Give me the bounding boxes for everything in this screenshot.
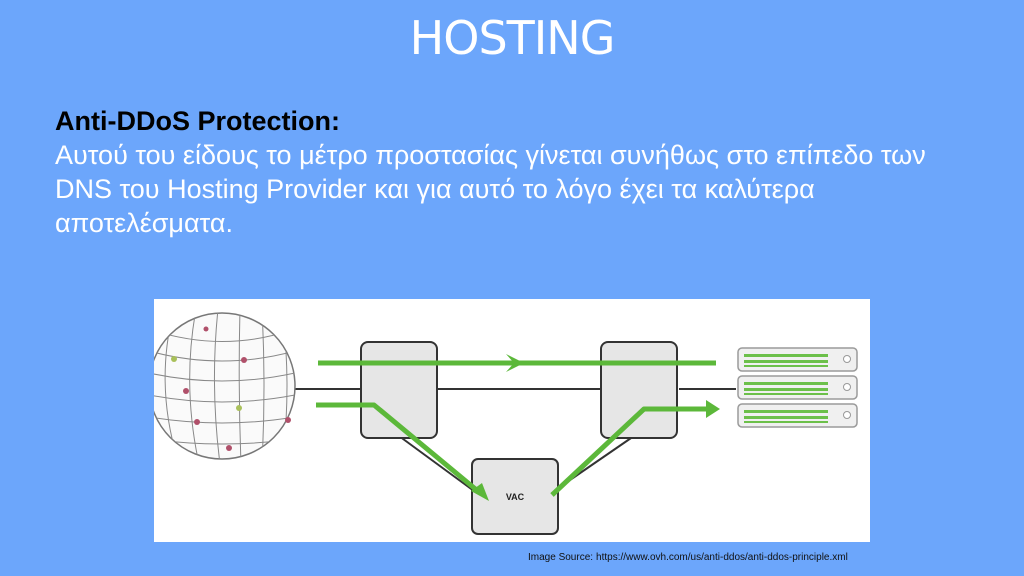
slide-body: Anti-DDoS Protection: Αυτού του είδους τ… [55,104,955,240]
link-router1-vac [398,435,475,492]
globe-node [236,405,242,411]
return-arrow-head [506,354,524,372]
image-source-label: Image Source: [528,552,594,563]
slide-title: HOSTING [409,11,616,65]
anti-ddos-diagram: VAC [154,299,870,542]
clean-arrow-head [706,400,720,418]
section-heading: Anti-DDoS Protection: [55,106,340,136]
globe-node [285,417,291,423]
globe-node [194,419,200,425]
globe-node [203,326,209,332]
router-box-right [600,341,678,439]
globe-node [241,357,247,363]
image-source-url: https://www.ovh.com/us/anti-ddos/anti-dd… [596,552,848,563]
server-rack-icon [737,347,858,428]
body-paragraph: Αυτού του είδους το μέτρο προστασίας γίν… [55,140,926,238]
clean-traffic-arrow [550,406,709,497]
globe-node [183,388,189,394]
image-source: Image Source:https://www.ovh.com/us/anti… [528,551,848,565]
server-unit [737,347,858,372]
server-unit [737,375,858,400]
globe-node [226,445,232,451]
server-unit [737,403,858,428]
globe-icon [154,312,296,460]
incoming-arrow-head [471,483,489,501]
vac-label: VAC [506,492,525,502]
globe-node [171,356,177,362]
router-box-left [360,341,438,439]
vac-box [471,458,559,535]
incoming-traffic-arrow [316,402,481,494]
